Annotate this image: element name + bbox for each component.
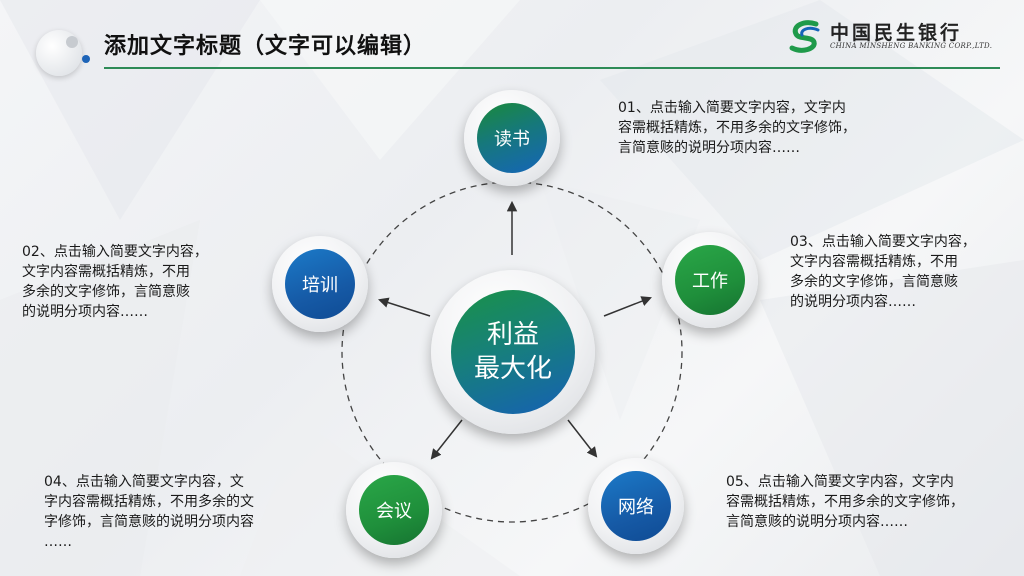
minsheng-logo-icon	[789, 20, 820, 53]
node-reading[interactable]: 读书	[464, 90, 560, 186]
node-meeting-label: 会议	[376, 501, 412, 522]
description-03-line: 03、点击输入简要文字内容，	[790, 234, 976, 250]
description-02-line: 文字内容需概括精炼，不用	[22, 264, 190, 280]
description-04[interactable]: 04、点击输入简要文字内容，文 字内容需概括精炼，不用多余的文 字修饰，言简意赅…	[44, 472, 254, 552]
center-node-core: 利益 最大化	[451, 290, 575, 414]
node-training-core: 培训	[285, 249, 355, 319]
node-meeting[interactable]: 会议	[346, 462, 442, 558]
description-03[interactable]: 03、点击输入简要文字内容， 文字内容需概括精炼，不用 多余的文字修饰，言简意赅…	[790, 232, 976, 312]
node-network[interactable]: 网络	[588, 458, 684, 554]
description-03-line: 文字内容需概括精炼，不用	[790, 254, 958, 270]
description-02-line: 的说明分项内容……	[22, 304, 148, 320]
description-04-line: ……	[44, 534, 72, 550]
bank-logo: 中国民生银行 CHINA MINSHENG BANKING CORP.,LTD.	[786, 18, 996, 58]
dashed-ring	[341, 181, 683, 523]
node-network-core: 网络	[601, 471, 671, 541]
description-03-line: 多余的文字修饰，言简意赅	[790, 274, 958, 290]
header-decor-dot	[66, 36, 78, 48]
description-01-line: 01、点击输入简要文字内容，文字内	[618, 100, 846, 116]
node-training-label: 培训	[302, 275, 338, 296]
logo-chinese-name: 中国民生银行	[830, 22, 963, 44]
node-training[interactable]: 培训	[272, 236, 368, 332]
description-05-line: 言简意赅的说明分项内容……	[726, 514, 908, 530]
node-work[interactable]: 工作	[662, 232, 758, 328]
description-01[interactable]: 01、点击输入简要文字内容，文字内 容需概括精炼，不用多余的文字修饰， 言简意赅…	[618, 98, 856, 158]
description-04-line: 04、点击输入简要文字内容，文	[44, 474, 244, 490]
logo-english-name: CHINA MINSHENG BANKING CORP.,LTD.	[830, 42, 993, 50]
node-reading-label: 读书	[494, 129, 530, 150]
description-02-line: 多余的文字修饰，言简意赅	[22, 284, 190, 300]
center-label-line2: 最大化	[473, 354, 552, 384]
description-02[interactable]: 02、点击输入简要文字内容， 文字内容需概括精炼，不用 多余的文字修饰，言简意赅…	[22, 242, 208, 322]
description-05-line: 05、点击输入简要文字内容，文字内	[726, 474, 954, 490]
center-label-line1: 利益	[486, 320, 539, 350]
header-decor-dot-blue	[82, 55, 90, 63]
node-meeting-core: 会议	[359, 475, 429, 545]
description-01-line: 言简意赅的说明分项内容……	[618, 140, 800, 156]
arrow-to-network	[567, 419, 598, 458]
description-01-line: 容需概括精炼，不用多余的文字修饰，	[618, 120, 856, 136]
arrow-to-work	[603, 296, 652, 317]
center-label: 利益 最大化	[474, 318, 552, 386]
description-05-line: 容需概括精炼，不用多余的文字修饰，	[726, 494, 964, 510]
description-04-line: 字修饰，言简意赅的说明分项内容	[44, 514, 254, 530]
center-node[interactable]: 利益 最大化	[431, 270, 595, 434]
node-network-label: 网络	[618, 497, 654, 518]
node-work-core: 工作	[675, 245, 745, 315]
arrow-to-meeting	[430, 419, 463, 460]
description-03-line: 的说明分项内容……	[790, 294, 916, 310]
node-reading-core: 读书	[477, 103, 547, 173]
arrow-to-training	[377, 297, 431, 317]
title-underline	[104, 67, 1000, 69]
page-title[interactable]: 添加文字标题（文字可以编辑）	[104, 34, 427, 59]
node-work-label: 工作	[692, 271, 728, 292]
description-02-line: 02、点击输入简要文字内容，	[22, 244, 208, 260]
description-04-line: 字内容需概括精炼，不用多余的文	[44, 494, 254, 510]
description-05[interactable]: 05、点击输入简要文字内容，文字内 容需概括精炼，不用多余的文字修饰， 言简意赅…	[726, 472, 964, 532]
